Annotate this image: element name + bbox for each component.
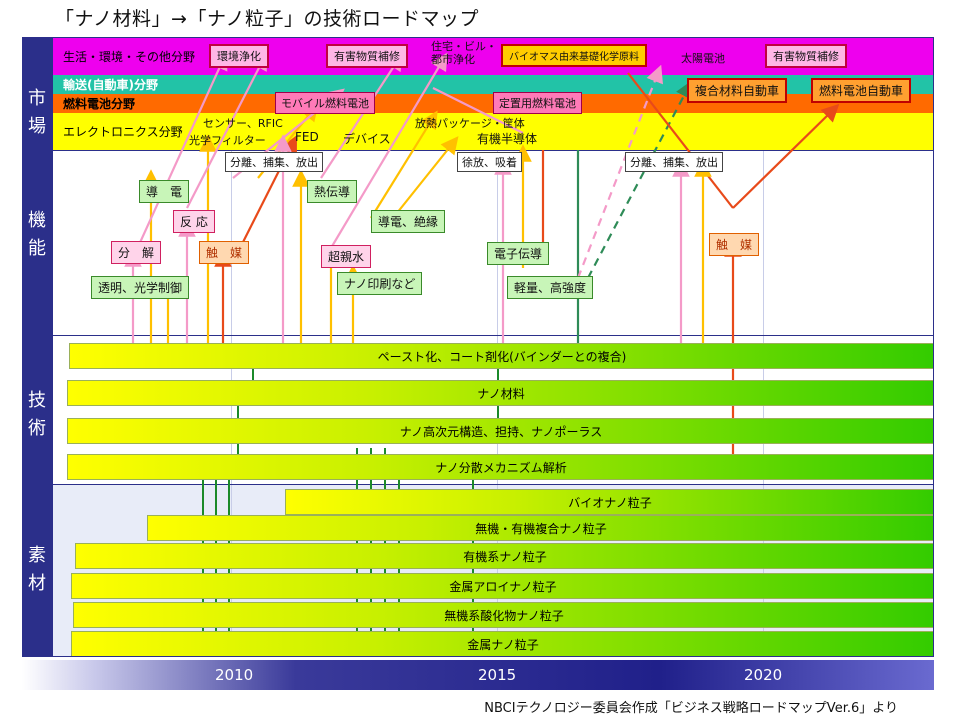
tech-bar-nanomaterial-label: ナノ材料 (477, 386, 525, 401)
market-item-device: デバイス (343, 132, 391, 146)
market-item-composite-car: 複合材料自動車 (687, 78, 788, 103)
market-item-stationary-fuelcell: 定置用燃料電池 (493, 92, 582, 114)
divider-market (53, 150, 933, 151)
source-credit: NBCIテクノロジー委員会作成「ビジネス戦略ロードマップVer.6」より (484, 701, 898, 716)
page-title: 「ナノ材料」→「ナノ粒子」の技術ロードマップ (55, 8, 480, 30)
market-band-fuelcell-label: 燃料電池分野 (63, 97, 136, 111)
function-conduction-insulation: 導電、絶縁 (371, 210, 446, 233)
year-2010: 2010 (215, 666, 254, 684)
section-column: 市 場 機 能 技 術 素 材 (22, 37, 52, 657)
arrow-16 (320, 52, 403, 179)
material-bar-bio-label: バイオナノ粒子 (568, 495, 652, 510)
function-lightweight: 軽量、高強度 (507, 276, 594, 299)
section-material-label: 素 材 (28, 545, 46, 594)
arrow-19 (392, 136, 459, 219)
arrow-8 (186, 52, 268, 209)
market-band-life-label: 生活・環境・その他分野 (63, 50, 196, 64)
function-separation-1: 分離、捕集、放出 (225, 152, 323, 172)
section-function-label: 機 能 (28, 210, 46, 259)
market-item-heat-package: 放熱パッケージ・筐体 (415, 117, 525, 130)
function-superhydrophilic: 超親水 (321, 245, 372, 268)
function-transparency: 透明、光学制御 (91, 276, 190, 299)
market-item-sensor: センサー、RFIC (203, 117, 283, 130)
tech-bar-dispersion-label: ナノ分散メカニズム解析 (435, 460, 567, 475)
market-item-mobile-fuelcell: モバイル燃料電池 (275, 92, 375, 114)
arrow-25 (587, 80, 693, 279)
section-market-label: 市 場 (28, 88, 46, 137)
divider-function (53, 335, 933, 336)
material-bar-metal-label: 金属ナノ粒子 (467, 637, 539, 652)
arrow-18 (370, 110, 438, 219)
tech-bar-nanomaterial: ナノ材料 (67, 380, 933, 406)
market-band-transport-label: 輸送(自動車)分野 (63, 78, 158, 92)
arrow-26 (432, 87, 524, 134)
material-bar-oxide: 無機系酸化物ナノ粒子 (73, 602, 933, 628)
market-item-biomass: バイオマス由来基礎化学原料 (501, 44, 647, 67)
arrow-27 (627, 72, 734, 209)
year-2015: 2015 (478, 666, 517, 684)
timeline-bar: 2010 2015 2020 (22, 660, 934, 690)
function-electron-conduction: 電子伝導 (487, 242, 550, 265)
function-catalyst-2: 触 媒 (709, 233, 760, 256)
divider-technology (53, 484, 933, 485)
function-reaction: 反 応 (173, 210, 215, 233)
tech-bar-dispersion: ナノ分散メカニズム解析 (67, 454, 933, 480)
material-bar-organic-label: 有機系ナノ粒子 (463, 549, 547, 564)
market-item-hazard-repair-1: 有害物質補修 (326, 44, 408, 68)
function-heat-conduction: 熱伝導 (307, 180, 358, 203)
arrow-17 (330, 52, 448, 249)
function-conduction: 導 電 (139, 180, 190, 203)
tech-bar-paste: ペースト化、コート剤化(バインダーとの複合) (69, 343, 933, 369)
material-bar-oxide-label: 無機系酸化物ナノ粒子 (444, 608, 564, 623)
arrow-24 (576, 64, 663, 279)
function-separation-2: 分離、捕集、放出 (625, 152, 723, 172)
material-bar-alloy-label: 金属アロイナノ粒子 (449, 579, 557, 594)
tech-bar-paste-label: ペースト化、コート剤化(バインダーとの複合) (377, 349, 627, 364)
material-bar-hybrid: 無機・有機複合ナノ粒子 (147, 515, 933, 541)
market-item-solar: 太陽電池 (681, 52, 725, 65)
material-bar-metal: 金属ナノ粒子 (71, 631, 933, 656)
market-item-organic-semi: 有機半導体 (477, 132, 538, 146)
material-bar-bio: バイオナノ粒子 (285, 489, 933, 515)
section-technology-label: 技 術 (28, 390, 46, 439)
tech-bar-structure-label: ナノ高次元構造、担持、ナノポーラス (399, 424, 603, 439)
function-release-adsorb: 徐放、吸着 (457, 152, 522, 172)
market-item-fuelcell-car: 燃料電池自動車 (811, 78, 912, 103)
year-2020: 2020 (744, 666, 783, 684)
function-catalyst-1: 触 媒 (199, 241, 250, 264)
market-band-electronics-label: エレクトロニクス分野 (63, 125, 183, 139)
market-item-env-purification: 環境浄化 (209, 44, 269, 68)
material-bar-organic: 有機系ナノ粒子 (75, 543, 933, 569)
tech-bar-structure: ナノ高次元構造、担持、ナノポーラス (67, 418, 933, 444)
arrow-28 (732, 103, 840, 209)
function-nano-printing: ナノ印刷など (337, 272, 423, 295)
market-item-optical-filter: 光学フィルター (189, 134, 266, 147)
market-item-hazard-repair-2: 有害物質補修 (765, 44, 847, 68)
roadmap-board: 生活・環境・その他分野 輸送(自動車)分野 燃料電池分野 エレクトロニクス分野 (52, 37, 934, 657)
material-bar-hybrid-label: 無機・有機複合ナノ粒子 (475, 521, 607, 536)
arrow-7 (131, 51, 228, 259)
function-decomposition: 分 解 (111, 241, 162, 264)
market-item-housing: 住宅・ビル・ 都市浄化 (431, 40, 497, 66)
market-item-fed: FED (295, 130, 319, 144)
material-bar-alloy: 金属アロイナノ粒子 (71, 573, 933, 599)
